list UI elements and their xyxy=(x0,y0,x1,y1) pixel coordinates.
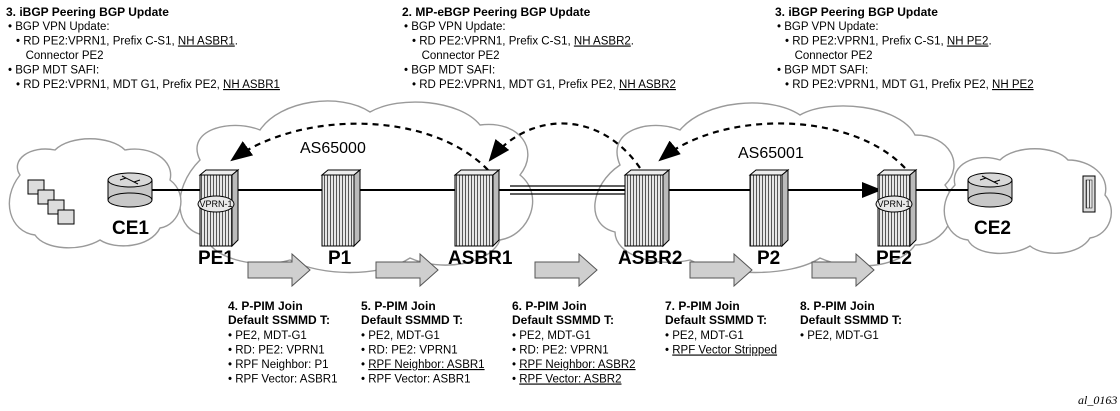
block-line: • PE2, MDT-G1 xyxy=(228,330,307,342)
block-line: • PE2, MDT-G1 xyxy=(512,330,591,342)
block-line: • RPF Neighbor: P1 xyxy=(228,359,329,371)
asbr1-router-icon xyxy=(453,168,501,248)
block-line: • PE2, MDT-G1 xyxy=(800,330,879,342)
block-line: • RD: PE2: VPRN1 xyxy=(361,345,458,357)
block-subtitle: Default SSMMD T: xyxy=(665,313,767,327)
underlined-next-hop: NH ASBR2 xyxy=(574,36,631,48)
node-label-p1: P1 xyxy=(328,248,352,269)
block-line: • RPF Vector Stripped xyxy=(665,345,777,357)
block-line: • BGP VPN Update: xyxy=(404,21,506,33)
block-title: 3. iBGP Peering BGP Update xyxy=(6,5,169,19)
block-line: • BGP MDT SAFI: xyxy=(8,65,99,77)
block-line: Connector PE2 xyxy=(785,50,873,62)
block-title: 5. P-PIM Join xyxy=(361,299,436,313)
block-line: • RD PE2:VPRN1, Prefix C-S1, NH ASBR2. xyxy=(412,36,634,48)
as-label-65000: AS65000 xyxy=(300,140,366,157)
block-title: 3. iBGP Peering BGP Update xyxy=(775,5,938,19)
block-line: • RD PE2:VPRN1, Prefix C-S1, NH PE2. xyxy=(785,36,992,48)
underlined-next-hop: NH PE2 xyxy=(992,79,1034,91)
block-line: • RPF Vector: ASBR2 xyxy=(512,374,622,386)
block-line: • PE2, MDT-G1 xyxy=(665,330,744,342)
block-title: 8. P-PIM Join xyxy=(800,299,875,313)
block-line: • RD: PE2: VPRN1 xyxy=(512,345,609,357)
block-title: 4. P-PIM Join xyxy=(228,299,303,313)
server-icon xyxy=(1082,175,1096,213)
p1-router-icon xyxy=(320,168,362,248)
block-title: 7. P-PIM Join xyxy=(665,299,740,313)
block-line: • RPF Neighbor: ASBR2 xyxy=(512,359,636,371)
block-line: • RD PE2:VPRN1, Prefix C-S1, NH ASBR1. xyxy=(16,36,238,48)
block-line: • RD: PE2: VPRN1 xyxy=(228,345,325,357)
cloud-left-site xyxy=(8,138,182,249)
block-line: Connector PE2 xyxy=(16,50,104,62)
block-line: • RPF Vector: ASBR1 xyxy=(228,374,338,386)
bgp-update-block-2: 2. MP-eBGP Peering BGP Update • BGP VPN U… xyxy=(402,5,676,91)
ce1-router-icon xyxy=(107,172,153,208)
vprn-oval-pe1 xyxy=(197,195,235,213)
node-label-ce1: CE1 xyxy=(112,218,149,239)
block-line: • BGP MDT SAFI: xyxy=(404,65,495,77)
block-subtitle: Default SSMMD T: xyxy=(800,313,902,327)
asbr2-router-icon xyxy=(623,168,671,248)
bgp-update-arrow-asbr2-asbr1 xyxy=(488,122,641,169)
block-subtitle: Default SSMMD T: xyxy=(228,313,330,327)
block-line: • BGP VPN Update: xyxy=(777,21,879,33)
workstation-icons xyxy=(27,179,75,225)
block-line: • PE2, MDT-G1 xyxy=(361,330,440,342)
underlined-next-hop: NH ASBR2 xyxy=(619,79,676,91)
p2-router-icon xyxy=(748,168,790,248)
node-label-pe1: PE1 xyxy=(198,248,234,269)
block-line: • RD PE2:VPRN1, MDT G1, Prefix PE2, NH P… xyxy=(785,79,1034,91)
node-label-asbr1: ASBR1 xyxy=(448,248,513,269)
block-line: • RPF Vector: ASBR1 xyxy=(361,374,471,386)
block-line: Connector PE2 xyxy=(412,50,500,62)
block-line: • RPF Neighbor: ASBR1 xyxy=(361,359,485,371)
pim-join-arrows xyxy=(247,252,875,288)
bgp-update-block-3: 3. iBGP Peering BGP Update • BGP VPN Upda… xyxy=(775,5,1034,91)
block-subtitle: Default SSMMD T: xyxy=(361,313,463,327)
block-line: • RD PE2:VPRN1, MDT G1, Prefix PE2, NH A… xyxy=(412,79,676,91)
figure-reference: al_0163 xyxy=(1078,393,1117,407)
node-label-ce2: CE2 xyxy=(974,218,1011,239)
bgp-update-arrow-pe2-asbr2 xyxy=(658,122,906,169)
bgp-update-arrow-asbr1-pe1 xyxy=(230,122,489,171)
block-title: 6. P-PIM Join xyxy=(512,299,587,313)
node-label-pe2: PE2 xyxy=(876,248,912,269)
block-line: • BGP VPN Update: xyxy=(8,21,110,33)
underlined-next-hop: NH ASBR1 xyxy=(178,36,235,48)
vprn-label-pe2: VPRN-1 xyxy=(877,199,910,209)
as-label-65001: AS65001 xyxy=(738,145,804,162)
block-line: • RD PE2:VPRN1, MDT G1, Prefix PE2, NH A… xyxy=(16,79,280,91)
vprn-label-pe1: VPRN-1 xyxy=(199,199,232,209)
ce2-router-icon xyxy=(967,172,1013,208)
node-label-p2: P2 xyxy=(757,248,780,269)
block-line: • BGP MDT SAFI: xyxy=(777,65,868,77)
underlined-next-hop: NH ASBR1 xyxy=(223,79,280,91)
block-title: 2. MP-eBGP Peering BGP Update xyxy=(402,5,591,19)
node-label-asbr2: ASBR2 xyxy=(618,248,682,269)
underlined-next-hop: NH PE2 xyxy=(947,36,989,48)
vprn-oval-pe2 xyxy=(875,195,913,213)
bgp-update-block-1: 3. iBGP Peering BGP Update • BGP VPN Upda… xyxy=(6,5,280,91)
block-subtitle: Default SSMMD T: xyxy=(512,313,614,327)
